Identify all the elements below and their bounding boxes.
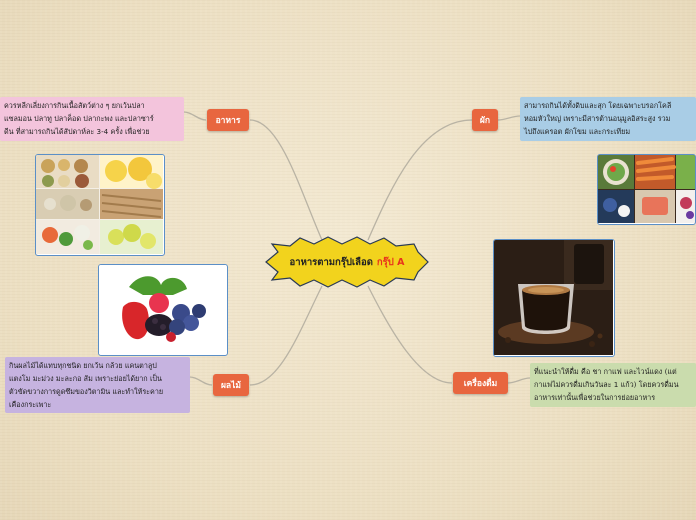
image-fruits[interactable]: [98, 264, 228, 356]
note-line: ที่แนะนำให้ดื่ม คือ ชา กาแฟ และไวน์แดง (…: [534, 367, 677, 376]
central-topic-label: อาหารตามกรุ๊ปเลือด กรุ๊ป A: [262, 236, 432, 288]
berries-photo: [99, 265, 226, 354]
link-central-food: [249, 119, 323, 241]
link-central-vegetables: [367, 119, 473, 241]
note-fruits[interactable]: กินผลไม้ได้แทบทุกชนิด ยกเว้น กล้วย แคนตา…: [5, 357, 190, 413]
note-food[interactable]: ควรหลีกเลี่ยงการกินเนื้อสัตว์ต่าง ๆ ยกเว…: [0, 97, 184, 141]
link-drinks-note: [507, 377, 531, 384]
note-vegetables[interactable]: สามารถกินได้ทั้งดิบและสุก โดยเฉพาะบรอกโค…: [520, 97, 696, 141]
note-line: สามารถกินได้ทั้งดิบและสุก โดยเฉพาะบรอกโค…: [524, 101, 672, 110]
link-vegetables-note: [497, 115, 521, 121]
food-ingredients-photo: [36, 155, 163, 254]
branch-drinks[interactable]: เครื่องดื่ม: [453, 372, 508, 394]
image-food[interactable]: [35, 154, 165, 256]
vegetable-dishes-photo: [598, 155, 695, 223]
image-vegetables[interactable]: [597, 154, 696, 225]
branch-food[interactable]: อาหาร: [207, 109, 249, 131]
link-central-fruits: [249, 285, 323, 386]
note-line: หอมหัวใหญ่ เพราะมีสารต้านอนุมูลอิสระสูง …: [524, 114, 671, 123]
central-topic[interactable]: อาหารตามกรุ๊ปเลือด กรุ๊ป A: [262, 236, 432, 288]
note-line: กาแฟไม่ควรดื่มเกินวันละ 1 แก้ว) โดยควรดื…: [534, 380, 679, 389]
link-fruits-note: [189, 376, 213, 386]
note-line: กินผลไม้ได้แทบทุกชนิด ยกเว้น กล้วย แคนตา…: [9, 361, 157, 370]
note-line: ไปถึงแครอต ผักโขม และกระเทียม: [524, 127, 631, 136]
note-line: อาหารเท่านั้นเพื่อช่วยในการย่อยอาหาร: [534, 393, 656, 402]
link-food-note: [183, 111, 207, 121]
central-group: กรุ๊ป A: [376, 256, 405, 268]
note-drinks[interactable]: ที่แนะนำให้ดื่ม คือ ชา กาแฟ และไวน์แดง (…: [530, 363, 696, 407]
link-central-drinks: [367, 285, 453, 384]
note-line: แตงโม มะม่วง มะละกอ ส้ม เพราะย่อยได้ยาก …: [9, 374, 162, 383]
branch-vegetables[interactable]: ผัก: [472, 109, 498, 131]
note-line: ดีน ที่สามารถกินได้สัปดาห์ละ 3-4 ครั้ง เ…: [4, 127, 150, 136]
note-line: เคืองกระเพาะ: [9, 400, 52, 409]
central-title: อาหารตามกรุ๊ปเลือด: [289, 256, 373, 268]
image-drinks[interactable]: [493, 239, 615, 357]
note-line: ควรหลีกเลี่ยงการกินเนื้อสัตว์ต่าง ๆ ยกเว…: [4, 101, 145, 110]
starburst-shape: [265, 236, 429, 288]
note-line: ตัวขัดขวางการดูดซึมของวิตามิน และทำให้ระ…: [9, 387, 164, 396]
branch-fruits[interactable]: ผลไม้: [213, 374, 249, 396]
coffee-cup-photo: [494, 240, 613, 355]
note-line: แซลมอน ปลาทู ปลาค็อด ปลากะพง และปลาซาร์: [4, 114, 154, 123]
